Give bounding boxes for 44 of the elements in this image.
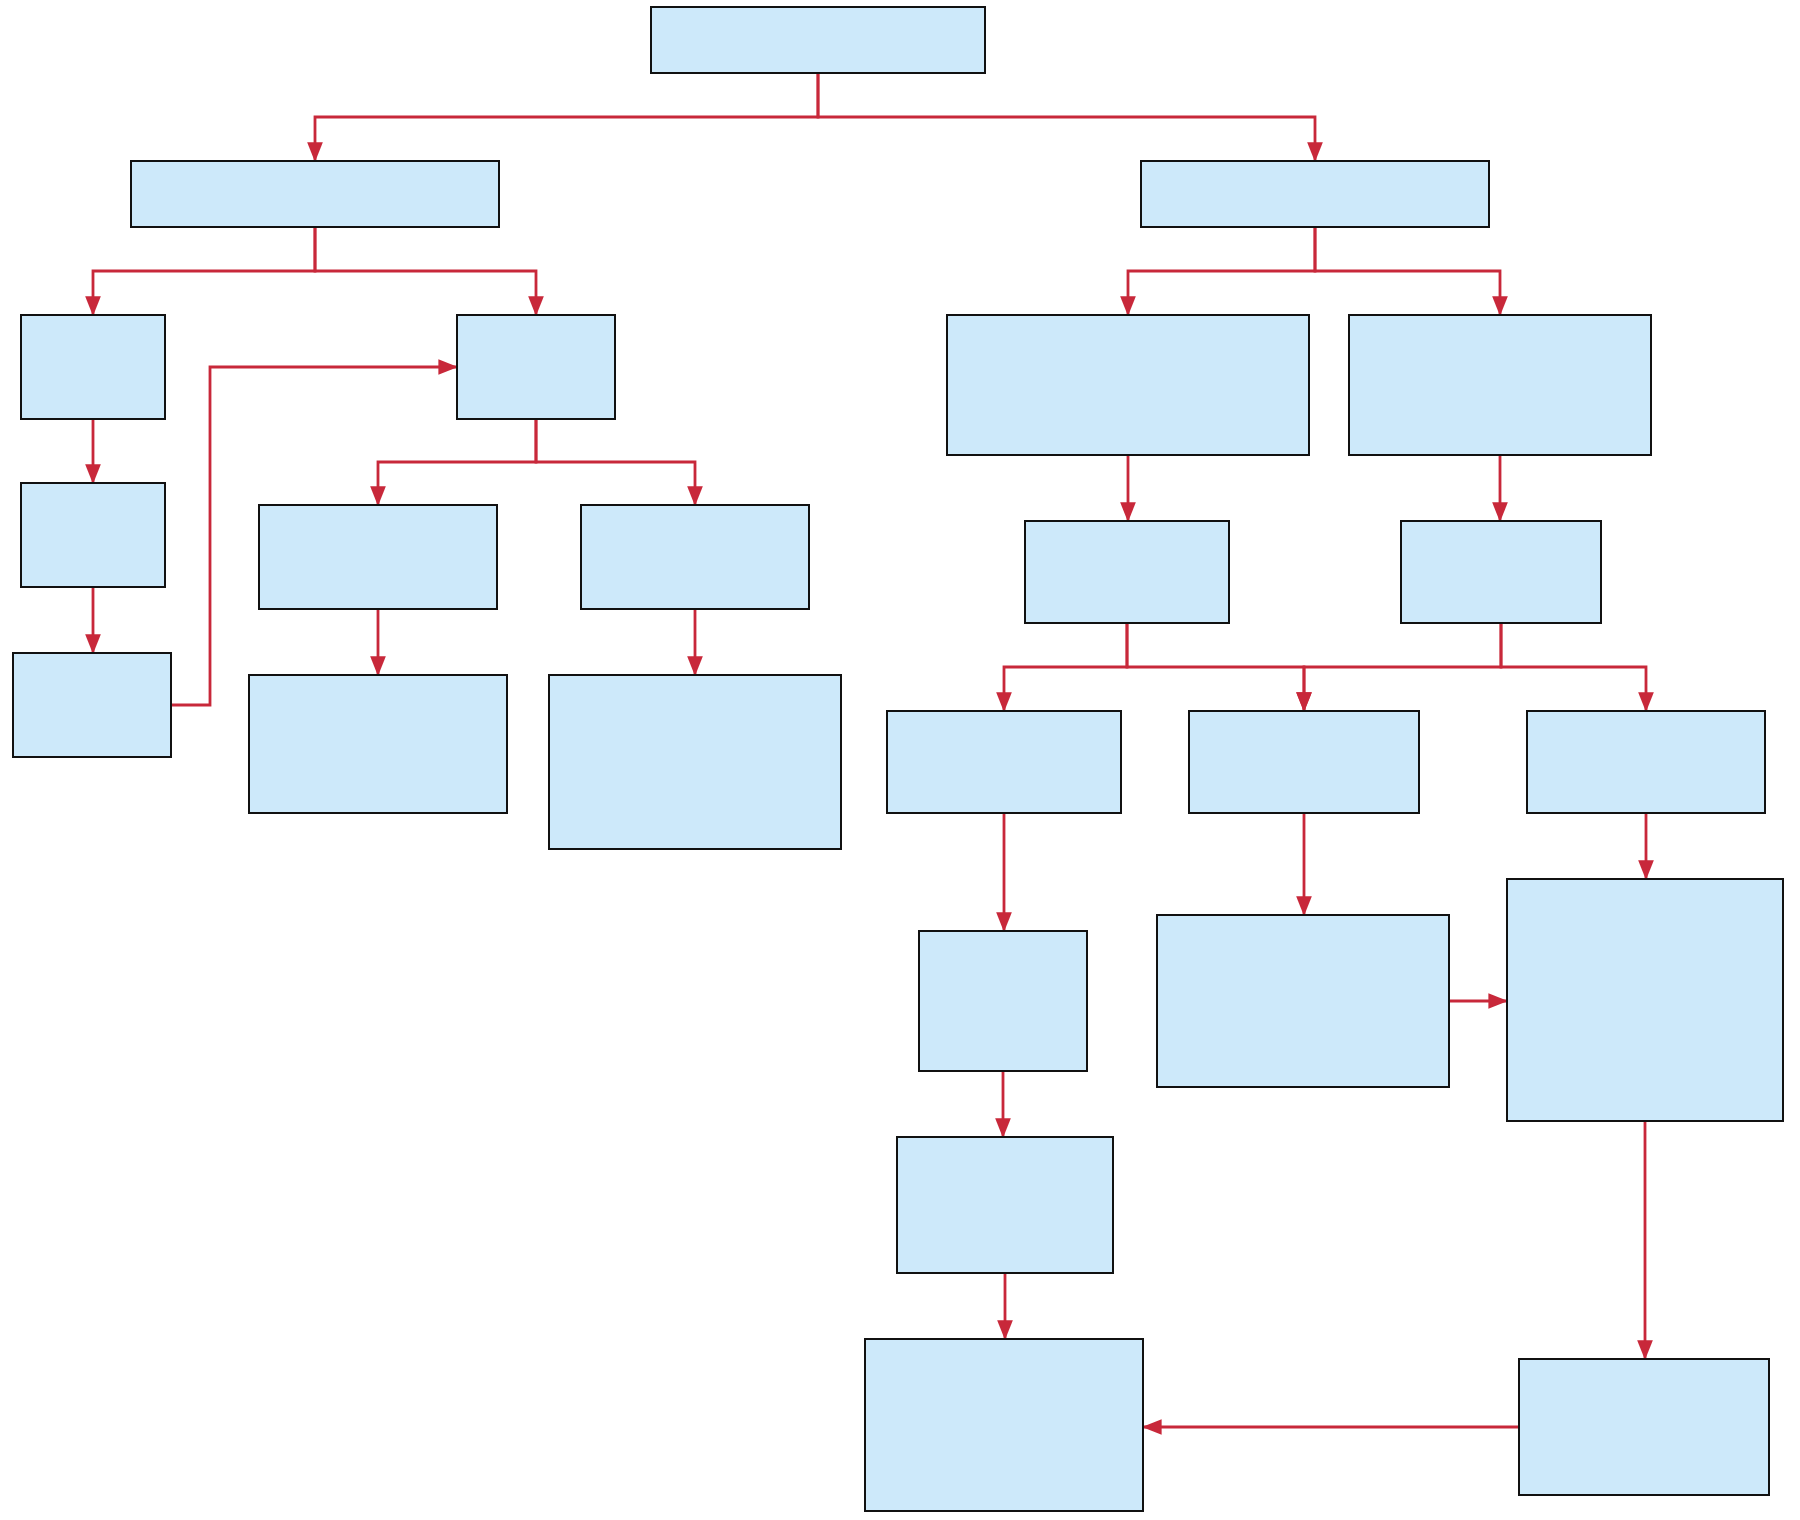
process-box — [258, 504, 498, 610]
arrow — [370, 610, 386, 676]
arrow — [997, 1274, 1013, 1340]
arrow — [1120, 456, 1136, 522]
process-box — [650, 6, 986, 74]
arrow — [816, 74, 1323, 162]
process-box — [1348, 314, 1652, 456]
arrow — [1499, 624, 1654, 712]
arrow — [687, 610, 703, 676]
process-box — [918, 930, 1088, 1072]
arrow — [85, 588, 101, 654]
arrow — [1450, 993, 1508, 1009]
arrow — [996, 814, 1012, 932]
arrow — [172, 359, 458, 707]
process-box — [130, 160, 500, 228]
process-box — [886, 710, 1122, 814]
process-box — [896, 1136, 1114, 1274]
process-box — [1188, 710, 1420, 814]
process-box — [20, 482, 166, 588]
process-box — [1400, 520, 1602, 624]
process-box — [1526, 710, 1766, 814]
process-box — [946, 314, 1310, 456]
process-box — [456, 314, 616, 420]
arrow — [1492, 456, 1508, 522]
arrow — [1637, 1122, 1653, 1360]
arrow — [1142, 1419, 1518, 1435]
process-box — [1156, 914, 1450, 1088]
process-box — [20, 314, 166, 420]
arrow — [313, 228, 544, 316]
arrow — [534, 420, 703, 506]
process-box — [580, 504, 810, 610]
process-box — [1024, 520, 1230, 624]
process-box — [12, 652, 172, 758]
process-box — [248, 674, 508, 814]
arrow — [1638, 814, 1654, 880]
process-box — [864, 1338, 1144, 1512]
process-box — [548, 674, 842, 850]
arrow — [85, 420, 101, 484]
process-box — [1506, 878, 1784, 1122]
arrow — [995, 1072, 1011, 1138]
process-box — [1140, 160, 1490, 228]
arrow — [1313, 228, 1508, 316]
arrow — [1296, 814, 1312, 916]
process-box — [1518, 1358, 1770, 1496]
